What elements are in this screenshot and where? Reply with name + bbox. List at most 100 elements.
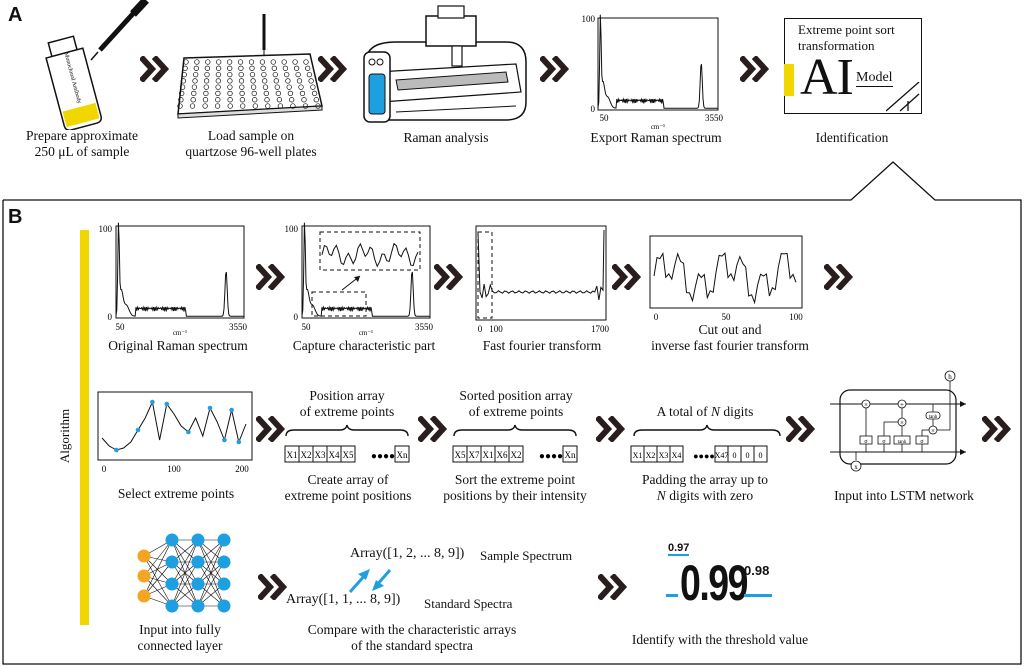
network-node bbox=[191, 577, 205, 591]
array-cell: X4 bbox=[672, 451, 682, 460]
network-node bbox=[217, 555, 231, 569]
array-cell: Xn bbox=[397, 450, 408, 460]
lstm-times-3: × bbox=[931, 427, 935, 435]
array-cell: X2 bbox=[301, 450, 312, 460]
network-node bbox=[191, 555, 205, 569]
svg-text:●●●●: ●●●● bbox=[371, 451, 395, 462]
threshold-caption: Identify with the threshold value bbox=[631, 632, 809, 647]
array-cell: X5 bbox=[343, 450, 354, 460]
network-node bbox=[217, 533, 231, 547]
network-node bbox=[137, 549, 151, 563]
threshold-high: 0.98 bbox=[744, 563, 770, 578]
select-caption: Select extreme points bbox=[117, 486, 235, 501]
pos-title: Position array of extreme points bbox=[299, 388, 395, 419]
model-text: Model bbox=[856, 70, 893, 87]
threshold-main: 0.99 bbox=[680, 555, 749, 611]
capture-spectrum-chart: 100 0 50 3550 cm⁻¹ bbox=[285, 222, 434, 337]
network-node bbox=[217, 577, 231, 591]
threshold-left-dash bbox=[666, 594, 678, 597]
original-spectrum-chart: 100 0 50 3550 cm⁻¹ bbox=[99, 222, 248, 337]
lstm-plus: + bbox=[900, 401, 904, 409]
ext-x0: 0 bbox=[102, 464, 107, 474]
fft-x1: 100 bbox=[489, 324, 503, 334]
fft-x0: 0 bbox=[478, 324, 483, 334]
chevron-b6-icon bbox=[418, 416, 448, 442]
fft-x2: 1700 bbox=[591, 324, 610, 334]
pos-brace bbox=[285, 424, 409, 437]
cap-ymin: 0 bbox=[294, 312, 299, 322]
ext-x1: 100 bbox=[167, 464, 181, 474]
wells-grid bbox=[177, 59, 321, 109]
sorted-brace bbox=[453, 424, 577, 437]
chevron-b4-icon bbox=[824, 264, 854, 290]
array-cell: X47 bbox=[715, 451, 729, 460]
array-cell: Xn bbox=[565, 450, 576, 460]
lstm-times-2: × bbox=[900, 419, 904, 427]
ifft-x0: 0 bbox=[654, 312, 659, 322]
pad-brace bbox=[633, 424, 781, 437]
lstm-h-out: h bbox=[948, 373, 952, 381]
network-node bbox=[165, 577, 179, 591]
chevron-b2-icon bbox=[434, 264, 464, 290]
sample-array: Array([1, 2, ... 8, 9]) bbox=[350, 546, 465, 561]
chevron-b1-icon bbox=[256, 264, 286, 290]
array-cell: X2 bbox=[511, 450, 522, 460]
pos-caption: Create array of extreme point positions bbox=[284, 472, 412, 503]
cap-xunit: cm⁻¹ bbox=[359, 329, 373, 337]
extreme-point-dot bbox=[135, 427, 141, 433]
ai-yellow-bar bbox=[784, 64, 794, 96]
ai-text: AI bbox=[800, 49, 854, 106]
threshold-low: 0.97 bbox=[668, 542, 690, 556]
network-node bbox=[165, 533, 179, 547]
sorted-title: Sorted position array of extreme points bbox=[459, 388, 573, 419]
lstm-sigma-1: σ bbox=[864, 439, 868, 445]
extreme-point-dots bbox=[114, 399, 242, 453]
array-cell: X3 bbox=[659, 451, 669, 460]
export-ymax: 100 bbox=[582, 14, 596, 24]
array-cell: 0 bbox=[746, 451, 750, 460]
well-plate-illustration bbox=[177, 14, 323, 119]
chevron-b9-icon bbox=[982, 416, 1012, 442]
sample-label: Sample Spectrum bbox=[480, 548, 573, 563]
orig-ymax: 100 bbox=[99, 224, 113, 234]
export-xmin: 50 bbox=[600, 113, 610, 123]
export-caption: Export Raman spectrum bbox=[590, 130, 722, 145]
lstm-sigma-3: σ bbox=[920, 439, 924, 445]
ifft-caption: Cut out and inverse fast fourier transfo… bbox=[651, 322, 809, 353]
fully-connected-network bbox=[137, 533, 231, 613]
orig-xmin: 50 bbox=[116, 322, 126, 332]
chevron-b7-icon bbox=[596, 416, 626, 442]
network-node bbox=[191, 599, 205, 613]
network-node bbox=[165, 599, 179, 613]
fc-caption: Input into fully connected layer bbox=[137, 622, 223, 653]
export-xmax: 3550 bbox=[705, 113, 724, 123]
ai-box-corner-decoration bbox=[886, 82, 920, 112]
extreme-point-dot bbox=[150, 399, 155, 405]
lstm-sigma-2: σ bbox=[882, 439, 886, 445]
vial-icon: Monoclonal Antibody bbox=[45, 35, 102, 130]
array-cell: X4 bbox=[329, 450, 340, 460]
cap-xmax: 3550 bbox=[415, 322, 434, 332]
export-ymin: 0 bbox=[591, 104, 596, 114]
capture-caption: Capture characteristic part bbox=[292, 338, 436, 353]
fft-chart: 0 100 1700 bbox=[475, 225, 610, 334]
network-node bbox=[191, 533, 205, 547]
fft-cut-box bbox=[477, 231, 493, 319]
export-xunit: cm⁻¹ bbox=[651, 123, 665, 131]
original-caption: Original Raman spectrum bbox=[108, 338, 248, 353]
threshold-right-dash bbox=[744, 594, 772, 597]
pipette-icon bbox=[90, 0, 149, 61]
ifft-x2: 100 bbox=[789, 312, 803, 322]
network-node bbox=[165, 555, 179, 569]
chevron-b8-icon bbox=[786, 416, 816, 442]
array-cell: X1 bbox=[633, 451, 643, 460]
raman-caption: Raman analysis bbox=[403, 130, 489, 145]
vial-pipette-illustration: Monoclonal Antibody bbox=[45, 0, 149, 130]
network-node bbox=[137, 589, 151, 603]
raman-instrument-illustration bbox=[363, 5, 527, 123]
extreme-point-dot bbox=[207, 405, 213, 411]
svg-text:●●●●: ●●●● bbox=[693, 451, 715, 461]
